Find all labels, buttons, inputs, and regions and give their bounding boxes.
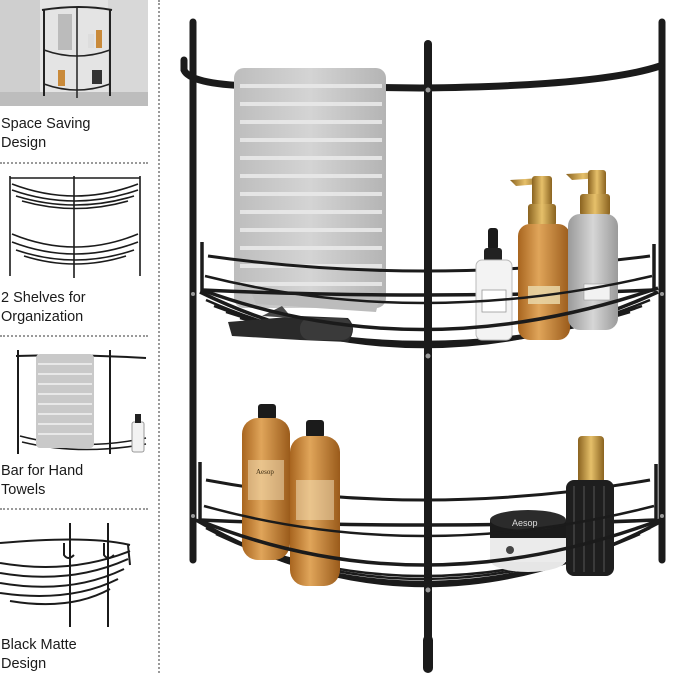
- feature-caption-black-matte: Black Matte Design: [1, 636, 151, 674]
- caption-line: Black Matte: [1, 637, 77, 653]
- vertical-divider: [158, 0, 160, 673]
- feature-caption-two-shelves: 2 Shelves for Organization: [1, 289, 151, 327]
- caption-line: Organization: [1, 309, 84, 325]
- product-hero-image: Aesop Aesop: [162, 0, 679, 673]
- shelf-closeup-thumbnail: [0, 515, 148, 627]
- section-divider: [0, 335, 148, 337]
- towel-bar-thumbnail: [0, 342, 148, 454]
- towel: [234, 68, 386, 312]
- black-bottle: [566, 436, 614, 576]
- pump-bottle-grey: [566, 170, 618, 330]
- caption-line: Design: [1, 656, 47, 672]
- cream-jar: Aesop: [490, 510, 566, 572]
- caption-line: Bar for Hand: [1, 463, 84, 479]
- jar-label-text: Aesop: [512, 518, 538, 528]
- section-divider: [0, 508, 148, 510]
- amber-bottle-right: [290, 420, 340, 586]
- caption-line: 2 Shelves for: [1, 290, 86, 306]
- feature-caption-space-saving: Space Saving Design: [1, 115, 151, 153]
- section-divider: [0, 162, 148, 164]
- shelf-outline-thumbnail: [0, 168, 148, 280]
- caption-line: Towels: [1, 482, 46, 498]
- feature-sidebar: Space Saving Design 2 Shelves for Org: [0, 0, 150, 673]
- room-photo-thumbnail: [0, 0, 148, 106]
- bottle-label-text: Aesop: [256, 468, 274, 476]
- feature-caption-towel-bar: Bar for Hand Towels: [1, 462, 151, 500]
- caption-line: Space Saving: [1, 116, 91, 132]
- amber-bottle-left: Aesop: [242, 404, 290, 560]
- caption-line: Design: [1, 135, 47, 151]
- pump-bottle-amber: [510, 176, 570, 340]
